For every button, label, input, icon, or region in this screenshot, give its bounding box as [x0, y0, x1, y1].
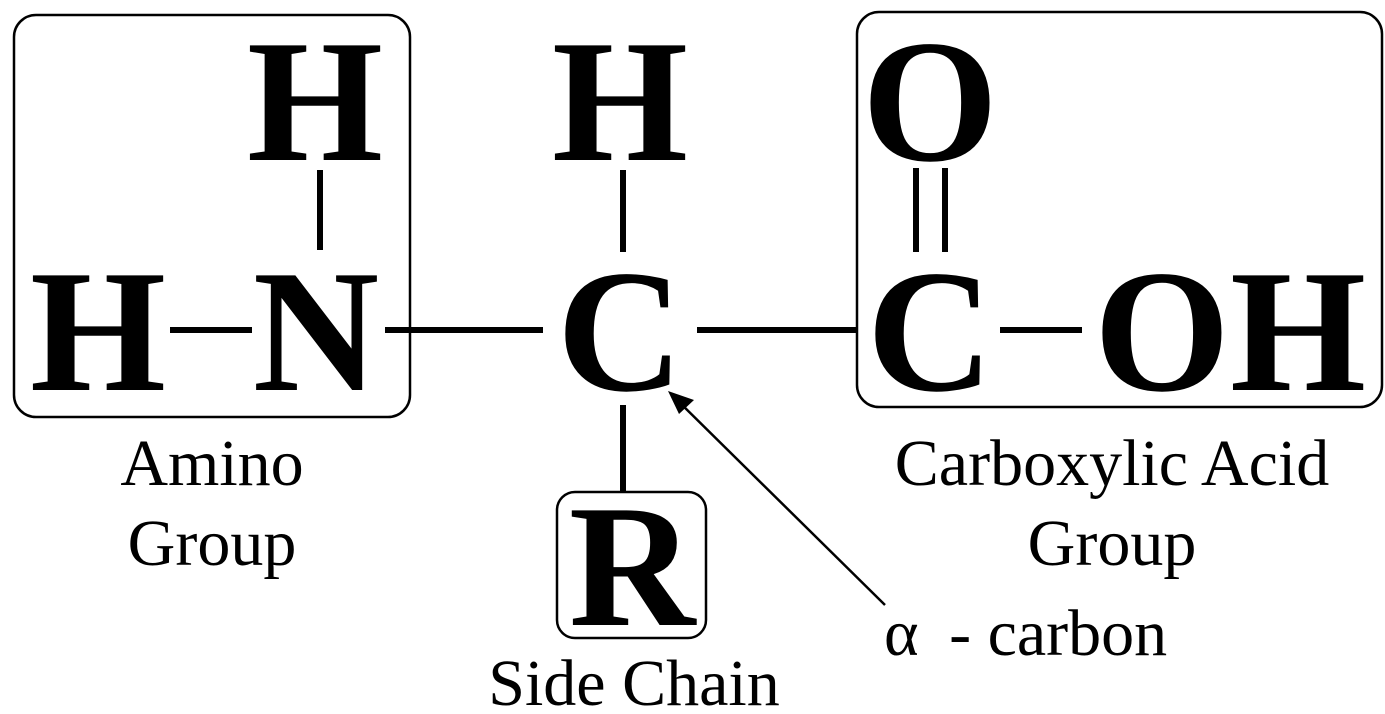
atom-oh-carboxyl: OH — [1094, 234, 1366, 428]
alpha-carbon-arrowhead — [668, 391, 694, 414]
atom-n-amino: N — [253, 234, 379, 428]
label-carboxyl-line1: Carboxylic Acid — [895, 427, 1329, 500]
label-alpha-carbon: α - carbon — [884, 597, 1167, 670]
alpha-carbon-arrow-shaft — [671, 394, 886, 606]
atom-h-amino-top: H — [247, 4, 383, 198]
alpha-symbol: α — [884, 597, 919, 670]
atom-h-alpha-top: H — [552, 4, 688, 198]
atom-r-side-chain: R — [569, 469, 697, 663]
atom-c-carboxyl: C — [867, 234, 993, 428]
label-carboxyl-line2: Group — [1028, 507, 1197, 580]
amino-group-box — [12, 13, 412, 419]
label-amino-line1: Amino — [120, 427, 303, 500]
atom-c-alpha: C — [557, 234, 683, 428]
alpha-carbon-text: - carbon — [949, 597, 1167, 670]
label-side-chain: Side Chain — [488, 647, 780, 714]
carboxyl-group-box — [855, 10, 1384, 409]
side-chain-box — [555, 490, 708, 640]
atom-h-amino-left: H — [30, 234, 166, 428]
label-amino-line2: Group — [128, 507, 297, 580]
atom-o-carboxyl-top: O — [862, 4, 998, 198]
